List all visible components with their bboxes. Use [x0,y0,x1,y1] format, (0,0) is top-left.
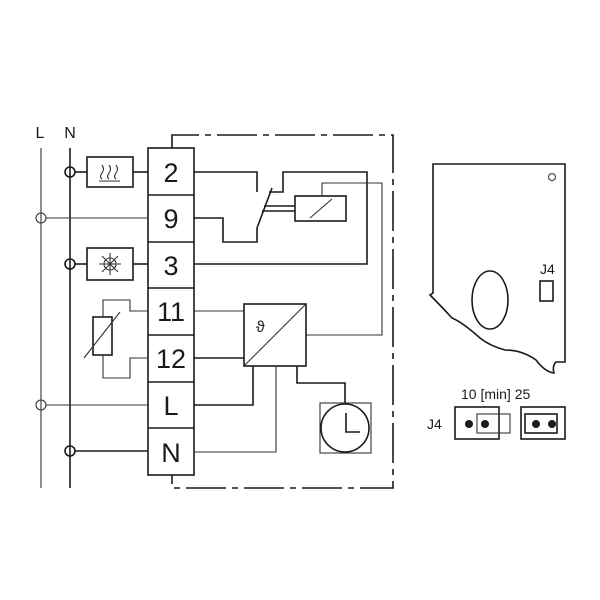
jumper-position-25 [520,406,566,440]
terminal-3: 3 [163,251,178,281]
board-j4-label: J4 [540,261,555,277]
terminal-l: L [163,391,178,421]
jumper-scale-label: 10 [min] 25 [461,386,530,402]
terminal-11: 11 [157,297,185,327]
board-j4-jumper [539,280,554,302]
slot-hole [471,270,509,330]
sensor-resistor [92,316,113,356]
relay-contact [256,187,273,229]
terminal-block: 2 9 3 11 12 L N [147,147,195,476]
neutral-label: N [64,125,76,142]
mounting-hole [547,172,557,182]
housing-outline [171,134,394,489]
jumper-setting-label: J4 [427,416,442,432]
jumper-position-10 [454,406,511,440]
temperature-converter [243,303,307,367]
snowflake-icon [99,253,121,275]
heating-icon [99,164,120,182]
terminal-12: 12 [156,344,186,374]
terminal-9: 9 [163,204,178,234]
clock-icon [319,402,372,454]
theta-symbol: ϑ [256,319,265,336]
terminal-2: 2 [163,158,178,188]
relay-coil [294,195,347,222]
terminal-n: N [161,438,181,468]
circuit-board [428,163,566,374]
line-label: L [36,125,45,142]
